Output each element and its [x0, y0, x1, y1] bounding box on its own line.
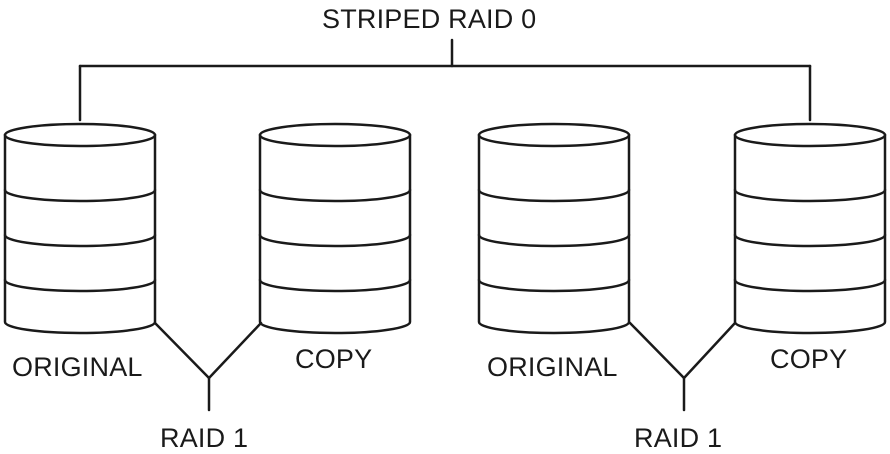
- raid1-label-1: RAID 1: [160, 423, 249, 453]
- disk-body: [260, 135, 410, 333]
- copy-label-1: COPY: [295, 344, 373, 374]
- disk-body: [5, 135, 155, 333]
- raid1-label-2: RAID 1: [634, 423, 723, 453]
- disk-platter-line-3: [479, 280, 629, 291]
- disk-platter-line-3: [5, 280, 155, 291]
- disk-platter-line-1: [479, 190, 629, 201]
- disk-body: [479, 135, 629, 333]
- disk-copy-2: [735, 124, 885, 333]
- original-label-2: ORIGINAL: [487, 352, 618, 382]
- raid1-connector-2: [630, 323, 735, 410]
- raid1-connector-1: [155, 323, 261, 410]
- disk-platter-line-1: [260, 190, 410, 201]
- disk-top: [5, 124, 155, 146]
- raid0-title: STRIPED RAID 0: [322, 4, 537, 34]
- disk-copy-1: [260, 124, 410, 333]
- disk-original-2: [479, 124, 629, 333]
- disk-platter-line-2: [735, 235, 885, 246]
- disk-platter-line-3: [260, 280, 410, 291]
- disk-top: [479, 124, 629, 146]
- disk-top: [260, 124, 410, 146]
- disk-platter-line-2: [260, 235, 410, 246]
- disk-platter-line-1: [5, 190, 155, 201]
- disk-top: [735, 124, 885, 146]
- disk-platter-line-2: [5, 235, 155, 246]
- original-label-1: ORIGINAL: [12, 352, 143, 382]
- disk-platter-line-2: [479, 235, 629, 246]
- copy-label-2: COPY: [770, 344, 848, 374]
- disk-platter-line-3: [735, 280, 885, 291]
- raid0-connector: [80, 40, 810, 120]
- disk-platter-line-1: [735, 190, 885, 201]
- disk-original-1: [5, 124, 155, 333]
- disk-body: [735, 135, 885, 333]
